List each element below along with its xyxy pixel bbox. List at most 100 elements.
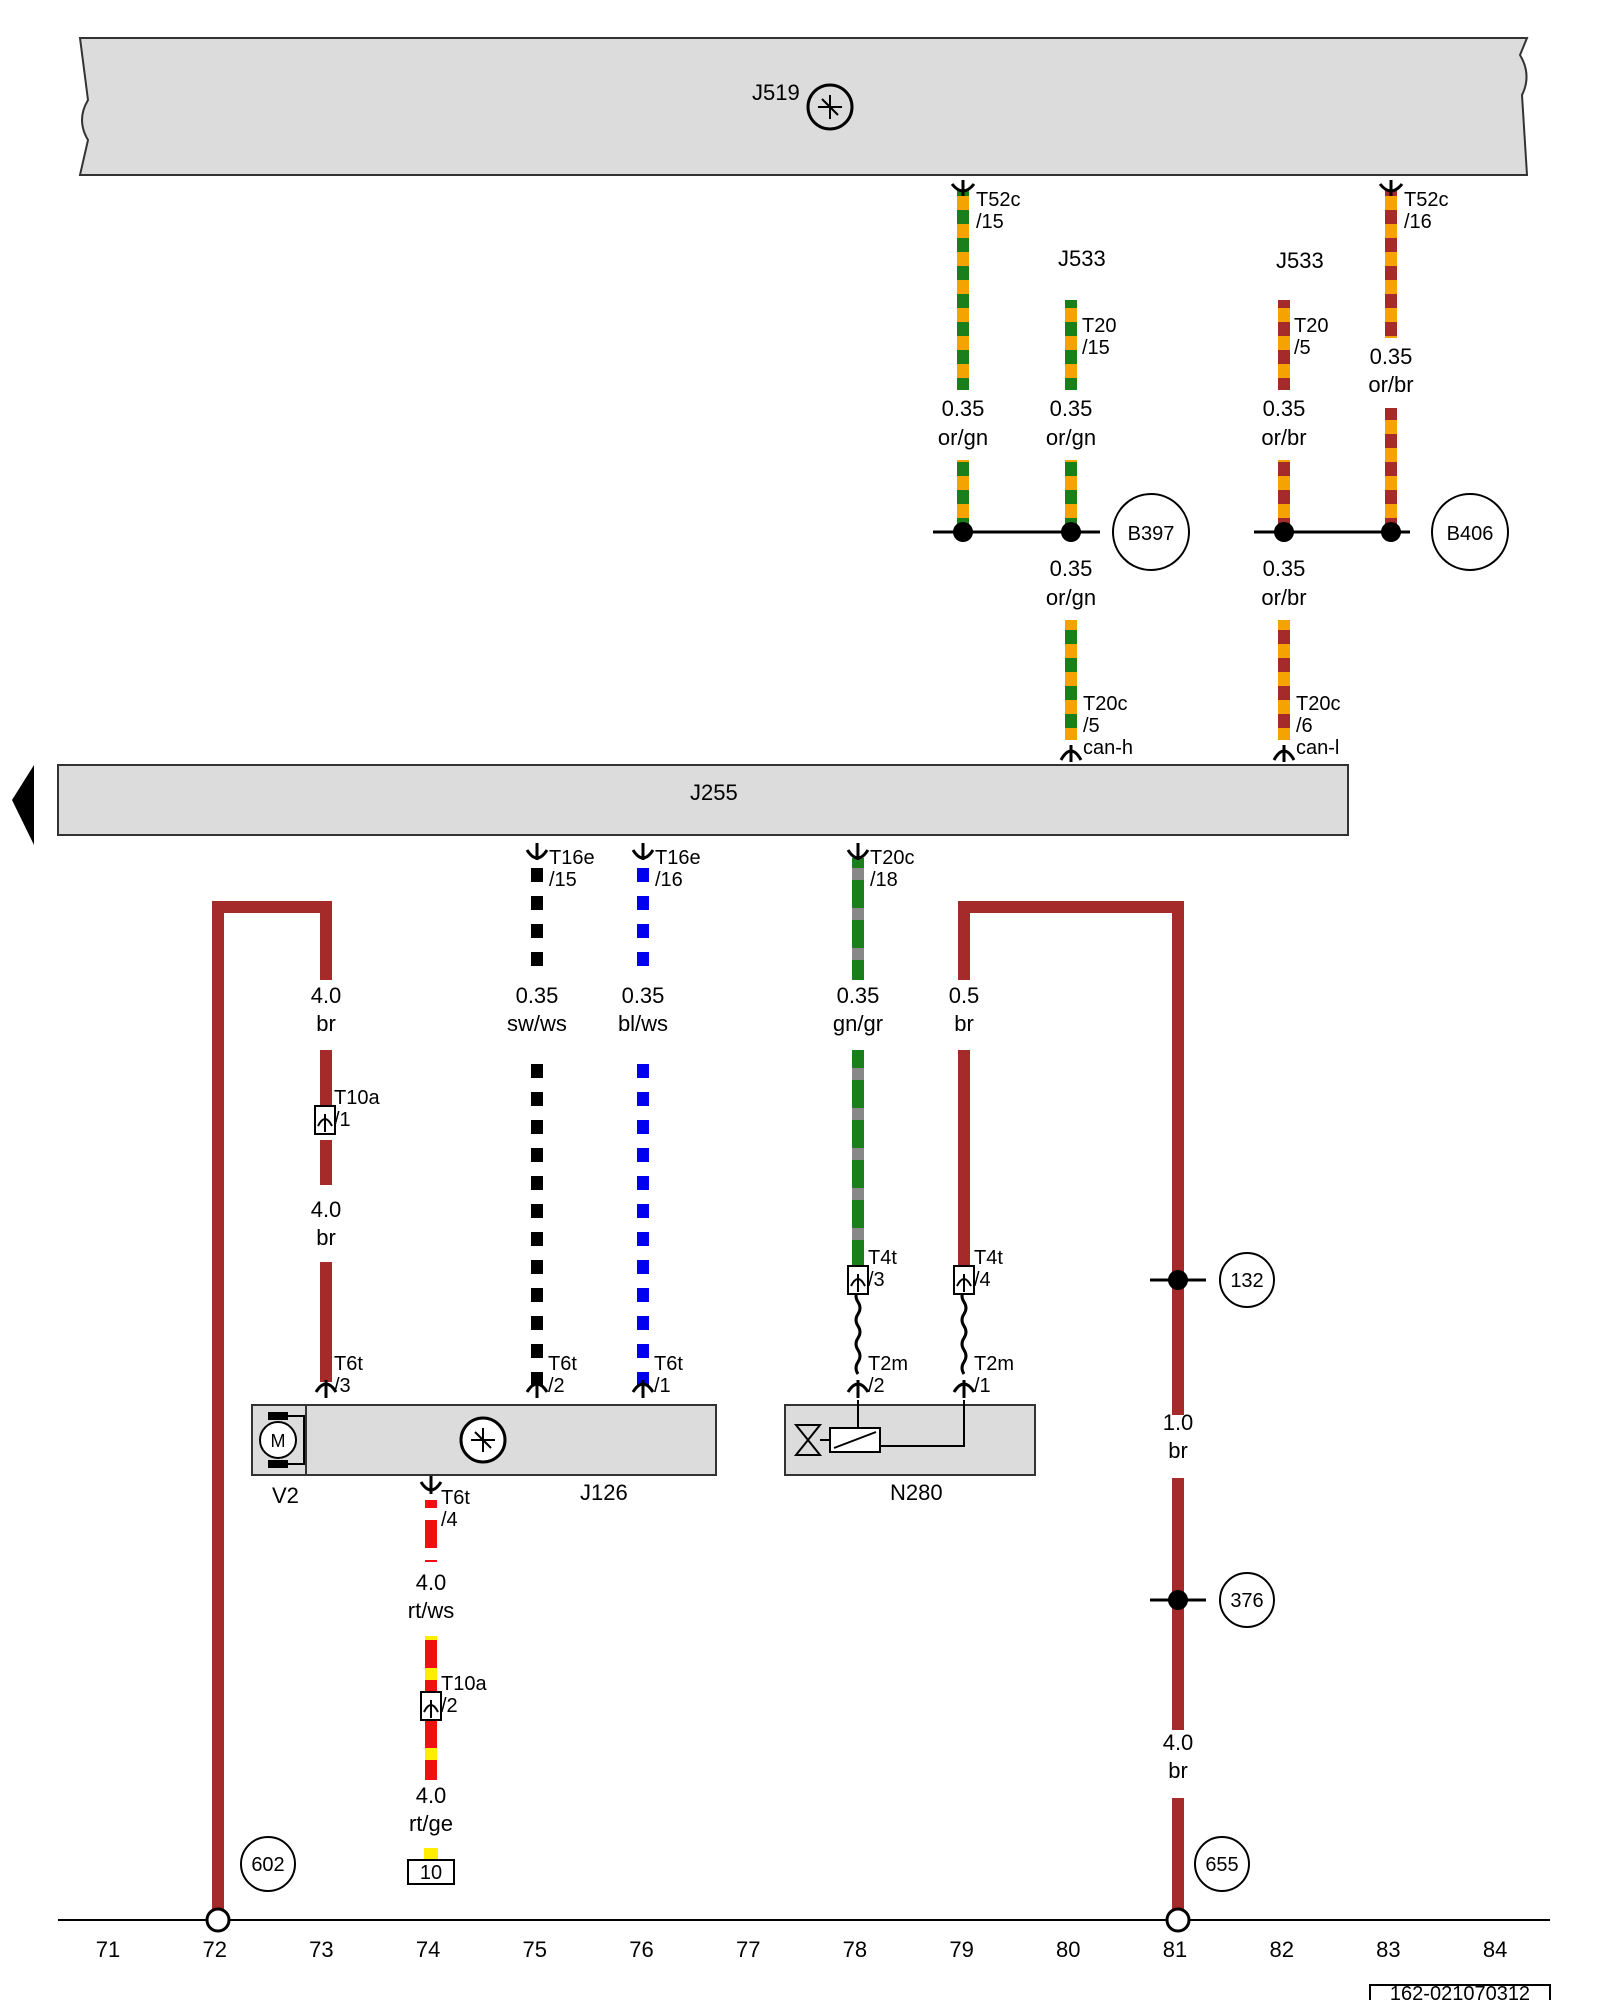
j519-label: J519 — [752, 80, 800, 105]
wire-w12-size: 4.0 — [311, 1197, 342, 1222]
wire-w4-color: or/br — [1368, 372, 1413, 397]
wire-w14-size: 4.0 — [416, 1570, 447, 1595]
wire-label-w15: 4.0 rt/ge — [409, 1780, 453, 1840]
connector-t6t-3[interactable]: T6t /3 — [314, 1353, 363, 1398]
wire-j126-t6t4[interactable] — [425, 1500, 437, 1780]
wire-w3-size: 0.35 — [1263, 396, 1306, 421]
fuse-10[interactable]: 10 — [407, 1848, 455, 1885]
connector-t16e-15[interactable]: T16e /15 — [525, 843, 595, 891]
wire-w6-color: or/br — [1261, 585, 1306, 610]
v2-label: V2 — [272, 1483, 299, 1508]
wire-label-w4: 0.35 or/br — [1368, 344, 1413, 397]
connector-t2m-2-pin: /2 — [868, 1375, 885, 1397]
connector-t20-15-name: T20 — [1082, 315, 1116, 337]
connector-t16e-16-pin: /16 — [655, 869, 683, 891]
connector-t20-5-pin: /5 — [1294, 337, 1311, 359]
connector-t6t-3-pin: /3 — [334, 1375, 351, 1397]
connector-t10a-1[interactable]: T10a /1 — [314, 1087, 380, 1135]
wire-w11-size: 0.5 — [949, 983, 980, 1008]
ref-b397-label: B397 — [1128, 523, 1175, 545]
connector-t20c-5-name: T20c — [1083, 693, 1127, 715]
ruler-number: 71 — [96, 1937, 120, 1962]
ruler-number: 83 — [1376, 1937, 1400, 1962]
wire-label-w8: 0.35 sw/ws — [507, 983, 567, 1036]
solenoid-valve-icon — [793, 1400, 965, 1456]
wire-j533-t20-5[interactable] — [1278, 300, 1290, 740]
wire-label-w9: 0.35 bl/ws — [618, 983, 668, 1036]
connector-t52c-15[interactable]: T52c /15 — [950, 180, 1020, 233]
connector-t52c-16[interactable]: T52c /16 — [1378, 180, 1448, 233]
wire-w3-color: or/br — [1261, 425, 1306, 450]
wire-w1-color: or/gn — [938, 425, 988, 450]
connector-t6t-4[interactable]: T6t /4 — [419, 1476, 470, 1531]
wire-w2-color: or/gn — [1046, 425, 1096, 450]
wire-j255-t16e15[interactable] — [531, 858, 543, 1385]
wire-w15-size: 4.0 — [416, 1783, 447, 1808]
connector-t4t-3[interactable]: T4t /3 — [847, 1247, 897, 1295]
wire-j533-t20-15[interactable] — [1065, 300, 1077, 740]
j255-module[interactable]: J255 — [12, 764, 1349, 845]
j533-label-b: J533 — [1276, 248, 1324, 273]
connector-t4t-4-pin: /4 — [974, 1269, 991, 1291]
ref-602[interactable]: 602 — [240, 1836, 296, 1892]
connector-t20c-18[interactable]: T20c /18 — [846, 843, 914, 891]
n280-module[interactable] — [784, 1400, 1036, 1476]
connector-t16e-15-name: T16e — [549, 847, 595, 869]
connector-t6t-4-pin: /4 — [441, 1509, 458, 1531]
ruler-number: 81 — [1163, 1937, 1187, 1962]
junction-b397 — [933, 522, 1100, 542]
ref-655-label: 655 — [1205, 1854, 1238, 1876]
ref-132[interactable]: 132 — [1219, 1252, 1275, 1308]
wire-twisted-n280 — [854, 1289, 968, 1375]
junction-376 — [1150, 1590, 1206, 1610]
motor-icon: M — [259, 1412, 305, 1468]
connector-t4t-3-pin: /3 — [868, 1269, 885, 1291]
wire-j255-t16e16[interactable] — [637, 858, 649, 1385]
svg-text:M: M — [271, 1431, 286, 1451]
connector-t6t-2-name: T6t — [548, 1353, 577, 1375]
wire-label-w7: 4.0 br — [311, 983, 342, 1036]
connector-t16e-16[interactable]: T16e /16 — [631, 843, 701, 891]
wire-w7-color: br — [316, 1011, 336, 1036]
connector-t20c-5[interactable]: T20c /5 can-h — [1059, 693, 1133, 762]
wire-j519-t52c15[interactable] — [957, 190, 969, 532]
ref-655[interactable]: 655 — [1194, 1836, 1250, 1892]
ref-b397[interactable]: B397 — [1112, 493, 1190, 571]
connector-t2m-1-pin: /1 — [974, 1375, 991, 1397]
j519-module[interactable]: J519 — [78, 37, 1529, 176]
connector-t2m-2-name: T2m — [868, 1353, 908, 1375]
wire-w8-size: 0.35 — [516, 983, 559, 1008]
continuation-arrow-icon — [12, 765, 34, 845]
ref-376[interactable]: 376 — [1219, 1572, 1275, 1628]
connector-t20c-6[interactable]: T20c /6 can-l — [1272, 693, 1340, 762]
connector-t20-15-pin: /15 — [1082, 337, 1110, 359]
connector-t6t-3-name: T6t — [334, 1353, 363, 1375]
wire-label-w3: 0.35 or/br — [1261, 396, 1306, 450]
wire-brown-left-loop[interactable] — [212, 901, 332, 1920]
connector-t20-5-name: T20 — [1294, 315, 1328, 337]
wire-w2-size: 0.35 — [1050, 396, 1093, 421]
ruler-number: 74 — [416, 1937, 440, 1962]
connector-t6t-2[interactable]: T6t /2 — [525, 1353, 577, 1398]
wire-w8-color: sw/ws — [507, 1011, 567, 1036]
connector-t16e-16-name: T16e — [655, 847, 701, 869]
ruler-number: 76 — [629, 1937, 653, 1962]
fuse-10-label: 10 — [420, 1862, 442, 1884]
ruler-number: 82 — [1269, 1937, 1293, 1962]
connector-t6t-1[interactable]: T6t /1 — [631, 1353, 683, 1398]
ref-b406[interactable]: B406 — [1431, 493, 1509, 571]
connector-t10a-2[interactable]: T10a /2 — [420, 1673, 487, 1721]
wire-w1-size: 0.35 — [942, 396, 985, 421]
connector-t2m-1[interactable]: T2m /1 — [952, 1353, 1014, 1398]
wire-label-w1: 0.35 or/gn — [938, 396, 988, 450]
connector-t2m-2[interactable]: T2m /2 — [846, 1353, 908, 1398]
connector-t20-5: T20 /5 — [1294, 315, 1328, 359]
wire-label-w13: 1.0 br — [1160, 1410, 1196, 1476]
connector-t4t-4[interactable]: T4t /4 — [953, 1247, 1003, 1295]
ground-rail — [58, 1907, 1550, 1933]
wire-j255-t20c18[interactable] — [852, 858, 864, 1268]
j126-module[interactable]: M — [251, 1404, 717, 1476]
ruler-number: 80 — [1056, 1937, 1080, 1962]
j533-label-a: J533 — [1058, 246, 1106, 271]
wire-j519-t52c16[interactable] — [1385, 190, 1397, 532]
